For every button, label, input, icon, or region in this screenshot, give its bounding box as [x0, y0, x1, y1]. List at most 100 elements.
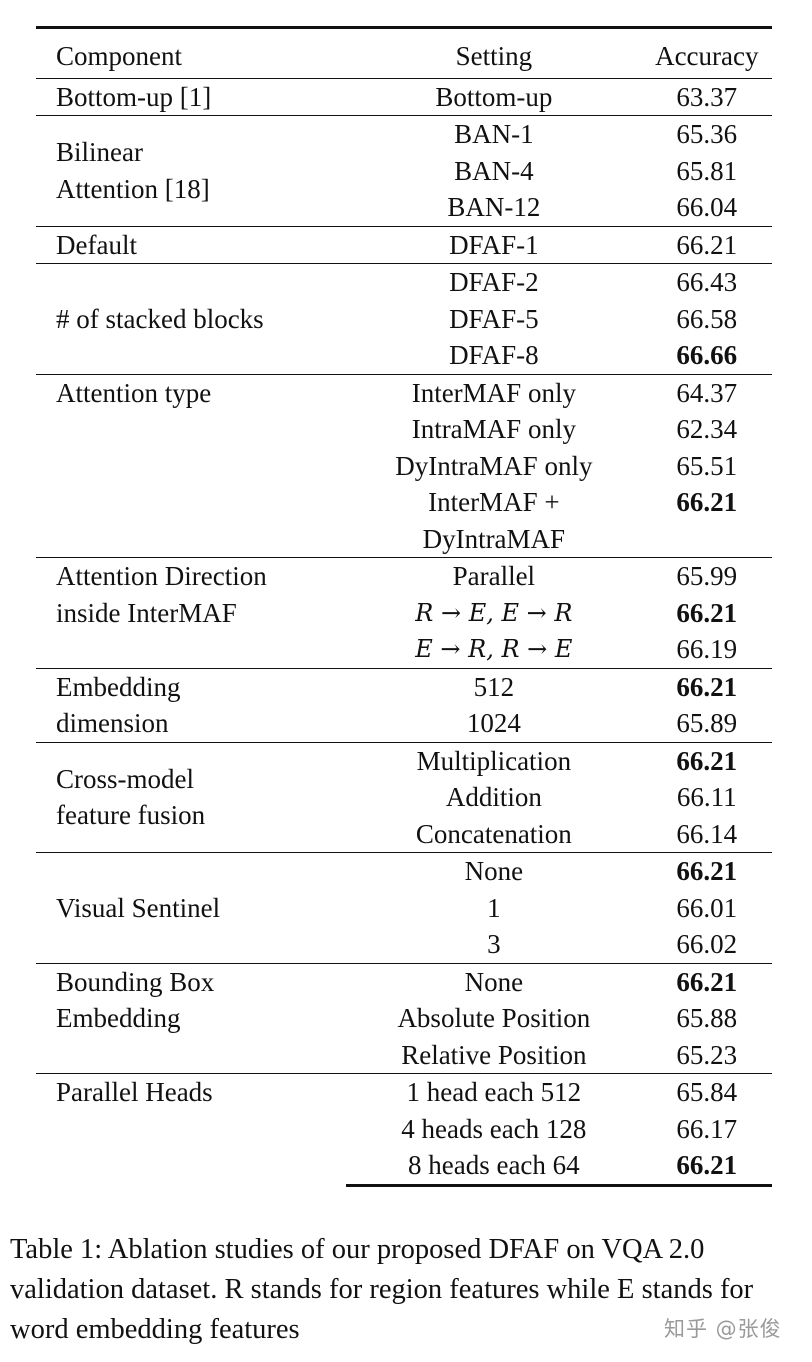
setting-cell: Bottom-up: [435, 81, 553, 112]
setting-cell: Relative Position: [401, 1039, 587, 1070]
setting-cell: BAN-12: [447, 192, 541, 222]
setting-cell: DFAF-2: [346, 263, 642, 301]
accuracy-cell: 66.19: [676, 634, 738, 664]
setting-cell: 1: [487, 892, 501, 923]
setting-cell: DFAF-5: [449, 303, 539, 334]
component-cell: Cross-model feature fusion: [36, 741, 347, 853]
accuracy-cell: 66.11: [676, 782, 737, 812]
table-row: Bottom-up [1] Bottom-up 63.37: [36, 78, 772, 116]
accuracy-cell: 66.02: [676, 929, 738, 959]
setting-cell: Absolute Position: [397, 1003, 591, 1033]
setting-cell: Addition: [445, 782, 542, 812]
setting-cell: Concatenation: [415, 818, 572, 849]
accuracy-cell: 66.66: [676, 340, 738, 370]
table-row: Absolute Position 65.88: [36, 1000, 772, 1037]
accuracy-cell: 65.88: [676, 1003, 738, 1033]
table-row: Addition 66.11: [36, 779, 772, 816]
accuracy-cell: 65.36: [641, 115, 772, 153]
setting-cell: InterMAF + DyIntraMAF: [422, 487, 566, 554]
component-cell: Embedding dimension: [36, 667, 347, 742]
ablation-table-container: Component Setting Accuracy Bottom-up [1]…: [36, 26, 772, 1187]
table-row: Relative Position 65.23: [36, 1037, 772, 1074]
header-row: Component Setting Accuracy: [36, 26, 772, 79]
accuracy-cell: 66.21: [641, 1147, 772, 1187]
accuracy-cell: 65.84: [641, 1073, 772, 1111]
accuracy-cell: 66.21: [676, 597, 738, 628]
setting-cell: DFAF-1: [346, 225, 642, 264]
setting-cell: 1 head each 512: [346, 1073, 642, 1111]
component-cell: Visual Sentinel: [36, 852, 347, 963]
accuracy-cell: 65.23: [676, 1039, 738, 1070]
setting-cell: R → E, E → R: [415, 598, 573, 627]
accuracy-cell: 65.89: [676, 708, 738, 738]
accuracy-cell: 66.21: [676, 487, 738, 517]
component-cell: Attention Direction inside InterMAF: [36, 557, 347, 668]
setting-cell: 8 heads each 64: [346, 1147, 642, 1187]
table-row: DyIntraMAF only 65.51: [36, 448, 772, 485]
table-row: 1024 65.89: [36, 705, 772, 742]
setting-cell: DFAF-8: [449, 340, 539, 370]
accuracy-cell: 62.34: [676, 414, 738, 444]
setting-cell: InterMAF only: [346, 373, 642, 411]
component-cell: Default: [36, 225, 347, 264]
setting-cell: IntraMAF only: [411, 414, 576, 444]
accuracy-cell: 66.21: [641, 667, 772, 705]
header-setting: Setting: [346, 26, 642, 79]
component-cell: Parallel Heads: [36, 1073, 347, 1185]
header-component: Component: [36, 26, 347, 79]
setting-cell: DyIntraMAF only: [395, 450, 593, 481]
watermark: 知乎 @张俊: [664, 1317, 782, 1341]
component-cell: Bounding Box Embedding: [36, 962, 347, 1074]
accuracy-cell: 63.37: [676, 81, 738, 112]
setting-cell: 4 heads each 128: [401, 1113, 587, 1144]
setting-cell: None: [346, 962, 642, 1000]
accuracy-cell: 65.99: [641, 557, 772, 595]
ablation-table: Component Setting Accuracy Bottom-up [1]…: [36, 26, 772, 1187]
accuracy-cell: 66.21: [641, 852, 772, 890]
table-row: IntraMAF only 62.34: [36, 411, 772, 448]
accuracy-cell: 66.21: [641, 741, 772, 779]
accuracy-cell: 66.21: [641, 225, 772, 264]
component-cell: Bilinear Attention [18]: [36, 115, 347, 226]
setting-cell: BAN-4: [454, 155, 534, 186]
table-caption: Table 1: Ablation studies of our propose…: [10, 1234, 754, 1345]
accuracy-cell: 65.81: [676, 155, 738, 186]
setting-cell: BAN-1: [346, 115, 642, 153]
accuracy-cell: 64.37: [641, 373, 772, 411]
setting-cell: 1024: [466, 708, 521, 738]
accuracy-cell: 66.21: [641, 962, 772, 1000]
table-group: Bottom-up [1] Bottom-up 63.37: [36, 78, 772, 116]
component-cell: # of stacked blocks: [36, 263, 347, 374]
table-row: BAN-4 65.81: [36, 153, 772, 190]
table-row: InterMAF + DyIntraMAF 66.21: [36, 484, 772, 558]
table-row: DFAF-8 66.66: [36, 337, 772, 374]
setting-cell: 512: [346, 667, 642, 705]
component-cell: Bottom-up [1]: [56, 81, 212, 112]
component-cell: Attention type: [36, 373, 347, 558]
accuracy-cell: 65.51: [676, 450, 738, 481]
